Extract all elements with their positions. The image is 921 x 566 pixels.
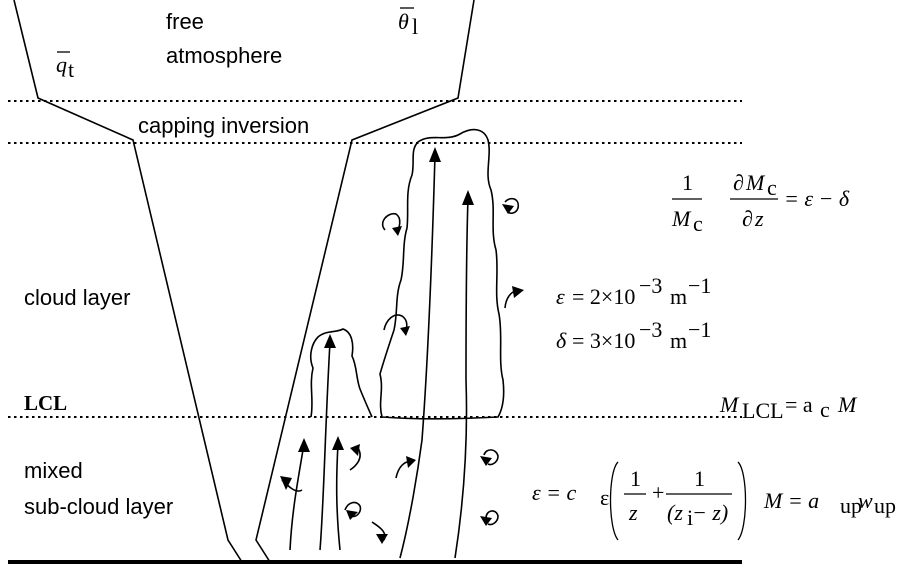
svg-text:= 2×10: = 2×10 <box>572 284 635 309</box>
mass-flux-budget-equation: 1 M c ∂ M c ∂ z = ε − δ <box>671 170 850 236</box>
updraft-arrow-2 <box>319 341 331 551</box>
detrainment-rate-equation: δ = 3×10 −3 m −1 <box>556 317 711 353</box>
updraft-arrows <box>289 154 469 559</box>
svg-text:= ε − δ: = ε − δ <box>784 186 850 211</box>
svg-text:c: c <box>767 175 777 200</box>
cloud-layer-label: cloud layer <box>24 285 130 310</box>
svg-text:m: m <box>670 328 687 353</box>
updraft-mass-flux-equation: M = a up w up <box>763 488 896 518</box>
svg-text:w: w <box>858 488 873 513</box>
svg-text:ε: ε <box>600 485 609 510</box>
qt-symbol: q t <box>56 51 74 82</box>
free-atmosphere-label-2: atmosphere <box>166 43 282 68</box>
svg-text:ε = c: ε = c <box>532 480 577 505</box>
svg-text:∂: ∂ <box>733 170 744 195</box>
svg-text:up: up <box>874 493 896 518</box>
arrowhead-1 <box>298 438 310 452</box>
svg-text:−3: −3 <box>639 273 662 298</box>
svg-text:M: M <box>745 170 766 195</box>
svg-text:q: q <box>56 52 67 77</box>
entrainment-rate-equation: ε = 2×10 −3 m −1 <box>556 273 711 309</box>
svg-text:M: M <box>719 392 740 417</box>
svg-text:z: z <box>628 500 638 525</box>
svg-text:i: i <box>687 505 693 530</box>
svg-text:c: c <box>693 211 703 236</box>
sub-cloud-layer-label: sub-cloud layer <box>24 494 173 519</box>
capping-inversion-label: capping inversion <box>138 113 309 138</box>
svg-text:−3: −3 <box>639 317 662 342</box>
svg-text:M = a: M = a <box>763 488 819 513</box>
svg-text:1: 1 <box>694 466 705 491</box>
svg-text:t: t <box>68 57 74 82</box>
svg-text:δ: δ <box>556 328 567 353</box>
arrowhead-2 <box>324 334 336 348</box>
small-cloud-outline <box>310 328 373 418</box>
updraft-arrowheads <box>298 147 474 452</box>
updraft-arrow-3 <box>335 443 341 551</box>
large-cloud-outline <box>379 128 505 420</box>
svg-text:∂: ∂ <box>742 206 753 231</box>
subcloud-entrainment-equation: ε = c ε 1 z + 1 (z i − z) <box>532 461 747 541</box>
arrowhead-3 <box>332 436 344 450</box>
arrowhead-5 <box>462 190 474 205</box>
thetal-symbol: θ l <box>398 7 418 39</box>
qt-profile-curve <box>13 0 243 563</box>
svg-text:z: z <box>754 206 764 231</box>
free-atmosphere-label-1: free <box>166 9 204 34</box>
updraft-arrow-4 <box>399 154 436 559</box>
svg-text:c: c <box>820 397 830 422</box>
eddy-10 <box>483 449 499 466</box>
mixed-label: mixed <box>24 458 83 483</box>
svg-text:= 3×10: = 3×10 <box>572 328 635 353</box>
svg-text:LCL: LCL <box>742 398 784 423</box>
svg-text:−1: −1 <box>688 273 711 298</box>
lcl-mass-flux-equation: M LCL = a c M <box>719 392 858 423</box>
svg-text:θ: θ <box>398 9 409 34</box>
svg-text:ε: ε <box>556 284 565 309</box>
eddy-8 <box>344 501 362 518</box>
svg-text:(z: (z <box>667 500 683 525</box>
svg-text:M: M <box>671 206 692 231</box>
updraft-arrow-5 <box>454 197 469 559</box>
eddy-6 <box>349 447 361 471</box>
eddy-11 <box>485 510 499 526</box>
svg-text:−1: −1 <box>688 317 711 342</box>
thetal-profile-curve <box>255 0 475 563</box>
svg-text:− z): − z) <box>692 500 728 525</box>
svg-text:m: m <box>670 284 687 309</box>
eddy-curls <box>281 197 521 541</box>
eddy-2 <box>504 197 520 214</box>
lcl-label: LCL <box>24 391 67 415</box>
svg-text:M: M <box>837 392 858 417</box>
svg-text:+: + <box>652 480 664 505</box>
svg-text:1: 1 <box>630 466 641 491</box>
eddy-arrowheads <box>280 204 524 544</box>
arrowhead-4 <box>429 147 441 162</box>
updraft-arrow-1 <box>289 443 305 551</box>
svg-text:= a: = a <box>785 392 813 417</box>
svg-text:1: 1 <box>682 170 693 195</box>
svg-text:up: up <box>840 493 862 518</box>
svg-text:l: l <box>412 14 418 39</box>
